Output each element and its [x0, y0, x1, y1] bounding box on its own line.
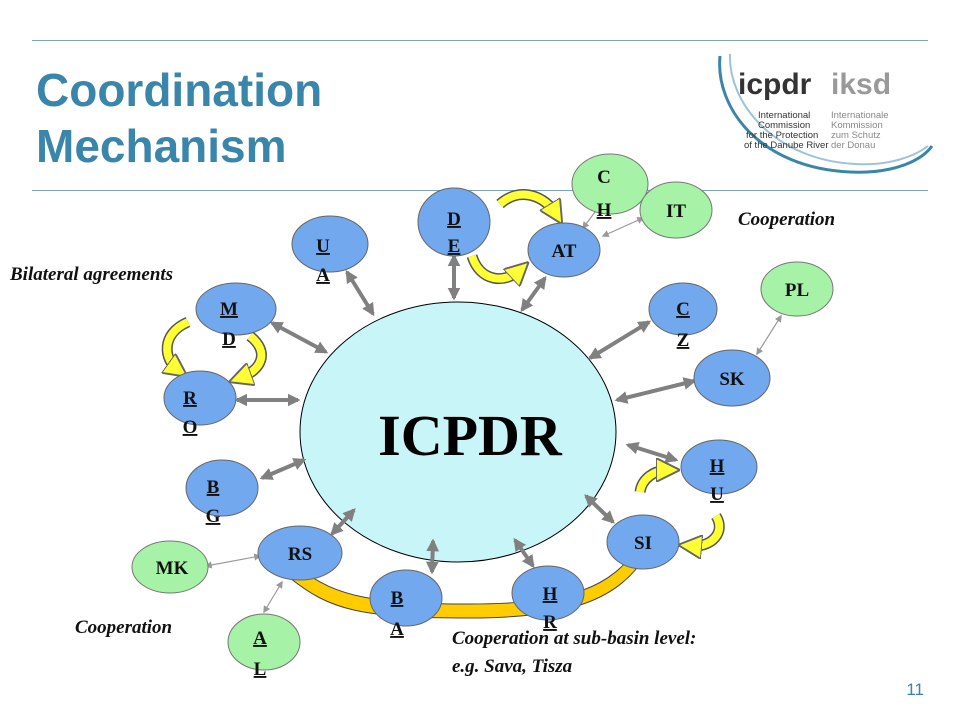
- node-cz: C Z: [648, 282, 718, 351]
- arrow-rs: [330, 508, 356, 536]
- node-sk-label: SK: [719, 369, 745, 390]
- curved-arrow-hu-si-lower: [690, 513, 725, 546]
- node-ua-line1: U: [316, 236, 330, 257]
- node-cz-line1: C: [676, 299, 690, 320]
- node-de-line1: D: [447, 209, 461, 230]
- node-ch-line2: H: [597, 200, 612, 221]
- node-at: AT: [527, 222, 601, 278]
- node-ua-line2: A: [316, 265, 330, 286]
- logo-german-3: zum Schutz: [831, 130, 881, 141]
- node-bg: B G: [185, 459, 259, 527]
- node-si-label: SI: [634, 533, 652, 554]
- node-rs-label: RS: [288, 544, 312, 565]
- node-ro: R O: [163, 370, 237, 438]
- node-hr-line2: R: [543, 612, 557, 633]
- curved-arrow-de-at-top: [496, 189, 556, 214]
- node-it-label: IT: [666, 201, 686, 222]
- node-hu-line2: U: [710, 484, 724, 505]
- node-ba-line2: A: [390, 619, 404, 640]
- slide-title-line2: Mechanism: [36, 120, 287, 172]
- node-al-line2: L: [254, 659, 267, 680]
- icpdr-center-label: ICPDR: [378, 403, 563, 468]
- node-ch: C H: [571, 153, 649, 221]
- page-number: 11: [906, 680, 924, 699]
- node-bg-line1: B: [207, 477, 220, 498]
- logo-german-4: der Donau: [831, 140, 875, 151]
- label-cooperation-bottom: Cooperation: [75, 617, 173, 638]
- label-subbasin-line2: e.g. Sava, Tisza: [452, 656, 573, 677]
- node-hr-line1: H: [543, 584, 558, 605]
- node-pl-label: PL: [785, 280, 809, 301]
- node-si: SI: [606, 514, 680, 570]
- slide-title: Coordination Mechanism: [36, 62, 456, 174]
- arrow-si: [584, 494, 615, 524]
- logo-german-1: Internationale: [831, 110, 889, 121]
- curved-arrow-hu-si-upper: [634, 470, 668, 494]
- node-al: A L: [227, 613, 301, 680]
- node-mk-label: MK: [156, 558, 189, 579]
- arrow-pl-sk: [756, 314, 782, 356]
- node-rs: RS: [257, 525, 343, 581]
- arrow-al-rs: [263, 580, 283, 614]
- node-hu: H U: [680, 439, 758, 505]
- node-ba-line1: B: [391, 588, 404, 609]
- arrow-hr: [513, 537, 535, 569]
- curved-arrow-md-ro-right: [240, 331, 267, 378]
- icpdr-logo: icpdr iksd International Commission for …: [718, 53, 934, 174]
- title-rule: [32, 190, 928, 191]
- node-al-line1: A: [253, 628, 267, 649]
- label-cooperation-top: Cooperation: [738, 209, 836, 230]
- top-rule: [32, 40, 928, 41]
- arrow-hu: [625, 441, 679, 464]
- arrow-it-at: [601, 217, 645, 237]
- label-bilateral-agreements: Bilateral agreements: [10, 264, 174, 285]
- arrow-bg: [259, 458, 307, 480]
- curved-arrow-de-at-bottom: [466, 253, 520, 279]
- arrow-mk-rs: [204, 553, 262, 569]
- logo-english-4: of the Danube River: [744, 140, 829, 151]
- logo-brand-left: icpdr: [738, 68, 812, 101]
- arrow-at: [520, 275, 547, 313]
- node-md-line1: M: [220, 299, 238, 320]
- node-hr: H R: [511, 565, 585, 633]
- node-mk: MK: [131, 540, 209, 594]
- logo-english-3: for the Protection: [746, 130, 818, 141]
- node-md: M D: [195, 282, 277, 350]
- node-ua: U A: [291, 215, 369, 286]
- arrow-ch-at: [582, 211, 596, 230]
- node-at-label: AT: [552, 241, 577, 262]
- node-ro-line2: O: [183, 417, 198, 438]
- node-hu-line1: H: [710, 456, 725, 477]
- arrow-md: [269, 321, 329, 354]
- node-md-line2: D: [222, 329, 236, 350]
- arrow-sk: [614, 377, 697, 404]
- slide-title-line1: Coordination: [36, 64, 323, 116]
- curved-arrow-md-ro-left: [167, 316, 191, 370]
- node-de-line2: E: [448, 236, 461, 257]
- arrow-ba: [425, 538, 440, 575]
- logo-swoosh: [718, 55, 934, 174]
- arrow-cz: [587, 320, 652, 360]
- node-sk: SK: [693, 349, 771, 407]
- node-ba: B A: [369, 569, 443, 640]
- logo-german-2: Kommission: [831, 120, 883, 131]
- node-ch-line1: C: [597, 167, 611, 188]
- label-subbasin-line1: Cooperation at sub-basin level:: [452, 628, 697, 649]
- node-bg-line2: G: [206, 506, 221, 527]
- arrow-ua: [345, 269, 375, 317]
- logo-english-2: Commission: [758, 120, 810, 131]
- node-cz-line2: Z: [677, 330, 690, 351]
- logo-english-1: International: [758, 110, 810, 121]
- icpdr-center-ellipse: [299, 301, 617, 563]
- node-ro-line1: R: [183, 388, 197, 409]
- logo-brand-right: iksd: [831, 68, 891, 101]
- node-pl: PL: [760, 261, 834, 317]
- node-de: D E: [417, 187, 491, 257]
- node-it: IT: [639, 181, 713, 239]
